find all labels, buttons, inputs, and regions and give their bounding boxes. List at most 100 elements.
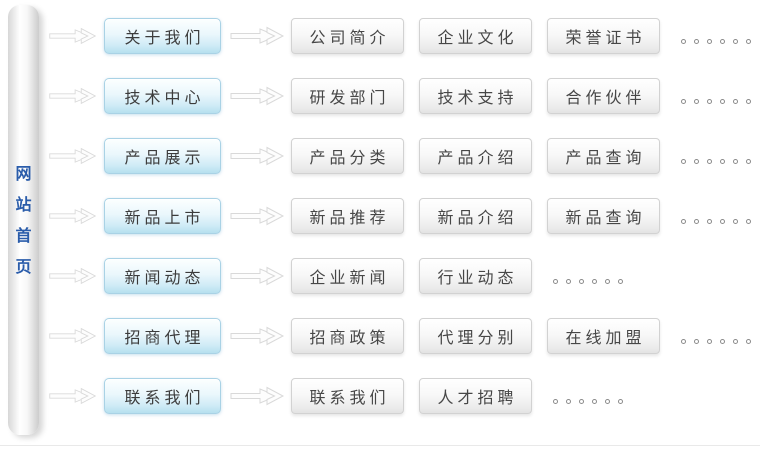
flow-arrow-icon <box>230 26 285 46</box>
more-dot <box>566 398 571 404</box>
flow-arrow-icon <box>49 387 97 405</box>
more-dot <box>605 398 610 404</box>
sitemap-row: 新品上市 新品推荐 新品介绍 新品查询 <box>48 197 751 235</box>
level2-button[interactable]: 在线加盟 <box>547 318 660 354</box>
sitemap-row: 产品展示 产品分类 产品介绍 产品查询 <box>48 137 751 175</box>
level1-button-label: 联系我们 <box>124 388 205 407</box>
level2-button[interactable]: 荣誉证书 <box>547 18 660 54</box>
more-dot <box>720 218 725 224</box>
level2-button-label: 荣誉证书 <box>565 28 646 47</box>
sitemap-row: 技术中心 研发部门 技术支持 合作伙伴 <box>48 77 751 115</box>
level1-button[interactable]: 产品展示 <box>104 138 221 174</box>
level2-button[interactable]: 人才招聘 <box>419 378 532 414</box>
flow-arrow-icon <box>230 266 285 286</box>
more-dot <box>694 158 699 164</box>
level2-button-label: 产品查询 <box>565 148 646 167</box>
more-dot <box>694 98 699 104</box>
level2-button-label: 产品分类 <box>309 148 390 167</box>
level1-button-label: 新闻动态 <box>124 268 205 287</box>
home-cylinder[interactable]: 网站首页 <box>8 5 39 435</box>
more-dot <box>720 158 725 164</box>
more-dot <box>681 38 686 44</box>
level2-button-label: 在线加盟 <box>565 328 646 347</box>
more-dots <box>681 98 751 104</box>
more-dot <box>618 278 623 284</box>
level2-button[interactable]: 行业动态 <box>419 258 532 294</box>
level2-button-label: 企业新闻 <box>309 268 390 287</box>
more-dots <box>681 38 751 44</box>
level1-button-label: 技术中心 <box>124 88 205 107</box>
level2-button[interactable]: 新品查询 <box>547 198 660 234</box>
level2-button[interactable]: 技术支持 <box>419 78 532 114</box>
sub-buttons: 新品推荐 新品介绍 新品查询 <box>291 198 675 234</box>
level2-button[interactable]: 联系我们 <box>291 378 404 414</box>
flow-arrow-icon <box>49 27 97 45</box>
level2-button-label: 招商政策 <box>309 328 390 347</box>
level1-button-label: 招商代理 <box>124 328 205 347</box>
more-dot <box>592 278 597 284</box>
level2-button[interactable]: 合作伙伴 <box>547 78 660 114</box>
level2-button-label: 新品推荐 <box>309 208 390 227</box>
flow-arrow-icon <box>230 326 285 346</box>
level2-button[interactable]: 公司简介 <box>291 18 404 54</box>
more-dot <box>746 338 751 344</box>
home-label-char: 页 <box>15 256 32 276</box>
sitemap-row: 新闻动态 企业新闻 行业动态 <box>48 257 623 295</box>
flow-arrow-icon <box>230 206 285 226</box>
level2-button[interactable]: 研发部门 <box>291 78 404 114</box>
sub-buttons: 产品分类 产品介绍 产品查询 <box>291 138 675 174</box>
level1-button[interactable]: 关于我们 <box>104 18 221 54</box>
level2-button-label: 研发部门 <box>309 88 390 107</box>
more-dots <box>681 338 751 344</box>
level2-button[interactable]: 产品介绍 <box>419 138 532 174</box>
more-dot <box>566 278 571 284</box>
more-dot <box>592 398 597 404</box>
more-dot <box>579 278 584 284</box>
home-label-char: 站 <box>15 194 32 214</box>
flow-arrow-icon <box>49 207 97 225</box>
flow-arrow-icon <box>230 386 285 406</box>
level1-button[interactable]: 技术中心 <box>104 78 221 114</box>
home-label-char: 网 <box>15 163 32 183</box>
more-dot <box>746 218 751 224</box>
level2-button[interactable]: 产品分类 <box>291 138 404 174</box>
more-dot <box>553 278 558 284</box>
more-dot <box>707 38 712 44</box>
level2-button[interactable]: 招商政策 <box>291 318 404 354</box>
level2-button-label: 联系我们 <box>309 388 390 407</box>
flow-arrow-icon <box>49 267 97 285</box>
more-dot <box>579 398 584 404</box>
more-dot <box>707 338 712 344</box>
flow-arrow-icon <box>230 146 285 166</box>
sitemap-row: 招商代理 招商政策 代理分别 在线加盟 <box>48 317 751 355</box>
more-dots <box>553 398 623 404</box>
more-dot <box>733 338 738 344</box>
level2-button[interactable]: 企业新闻 <box>291 258 404 294</box>
sub-buttons: 联系我们 人才招聘 <box>291 378 547 414</box>
level2-button-label: 新品介绍 <box>437 208 518 227</box>
more-dot <box>733 218 738 224</box>
level1-button[interactable]: 联系我们 <box>104 378 221 414</box>
level2-button[interactable]: 企业文化 <box>419 18 532 54</box>
more-dots <box>681 158 751 164</box>
more-dot <box>707 158 712 164</box>
more-dot <box>746 158 751 164</box>
more-dot <box>681 158 686 164</box>
more-dots <box>553 278 623 284</box>
more-dot <box>707 218 712 224</box>
more-dot <box>720 338 725 344</box>
level2-button[interactable]: 新品介绍 <box>419 198 532 234</box>
level1-button[interactable]: 新闻动态 <box>104 258 221 294</box>
sub-buttons: 企业新闻 行业动态 <box>291 258 547 294</box>
level2-button[interactable]: 新品推荐 <box>291 198 404 234</box>
level2-button[interactable]: 产品查询 <box>547 138 660 174</box>
level2-button-label: 产品介绍 <box>437 148 518 167</box>
level1-button[interactable]: 新品上市 <box>104 198 221 234</box>
level2-button[interactable]: 代理分别 <box>419 318 532 354</box>
level1-button[interactable]: 招商代理 <box>104 318 221 354</box>
more-dot <box>681 98 686 104</box>
more-dot <box>694 338 699 344</box>
more-dot <box>553 398 558 404</box>
sub-buttons: 研发部门 技术支持 合作伙伴 <box>291 78 675 114</box>
more-dot <box>733 38 738 44</box>
